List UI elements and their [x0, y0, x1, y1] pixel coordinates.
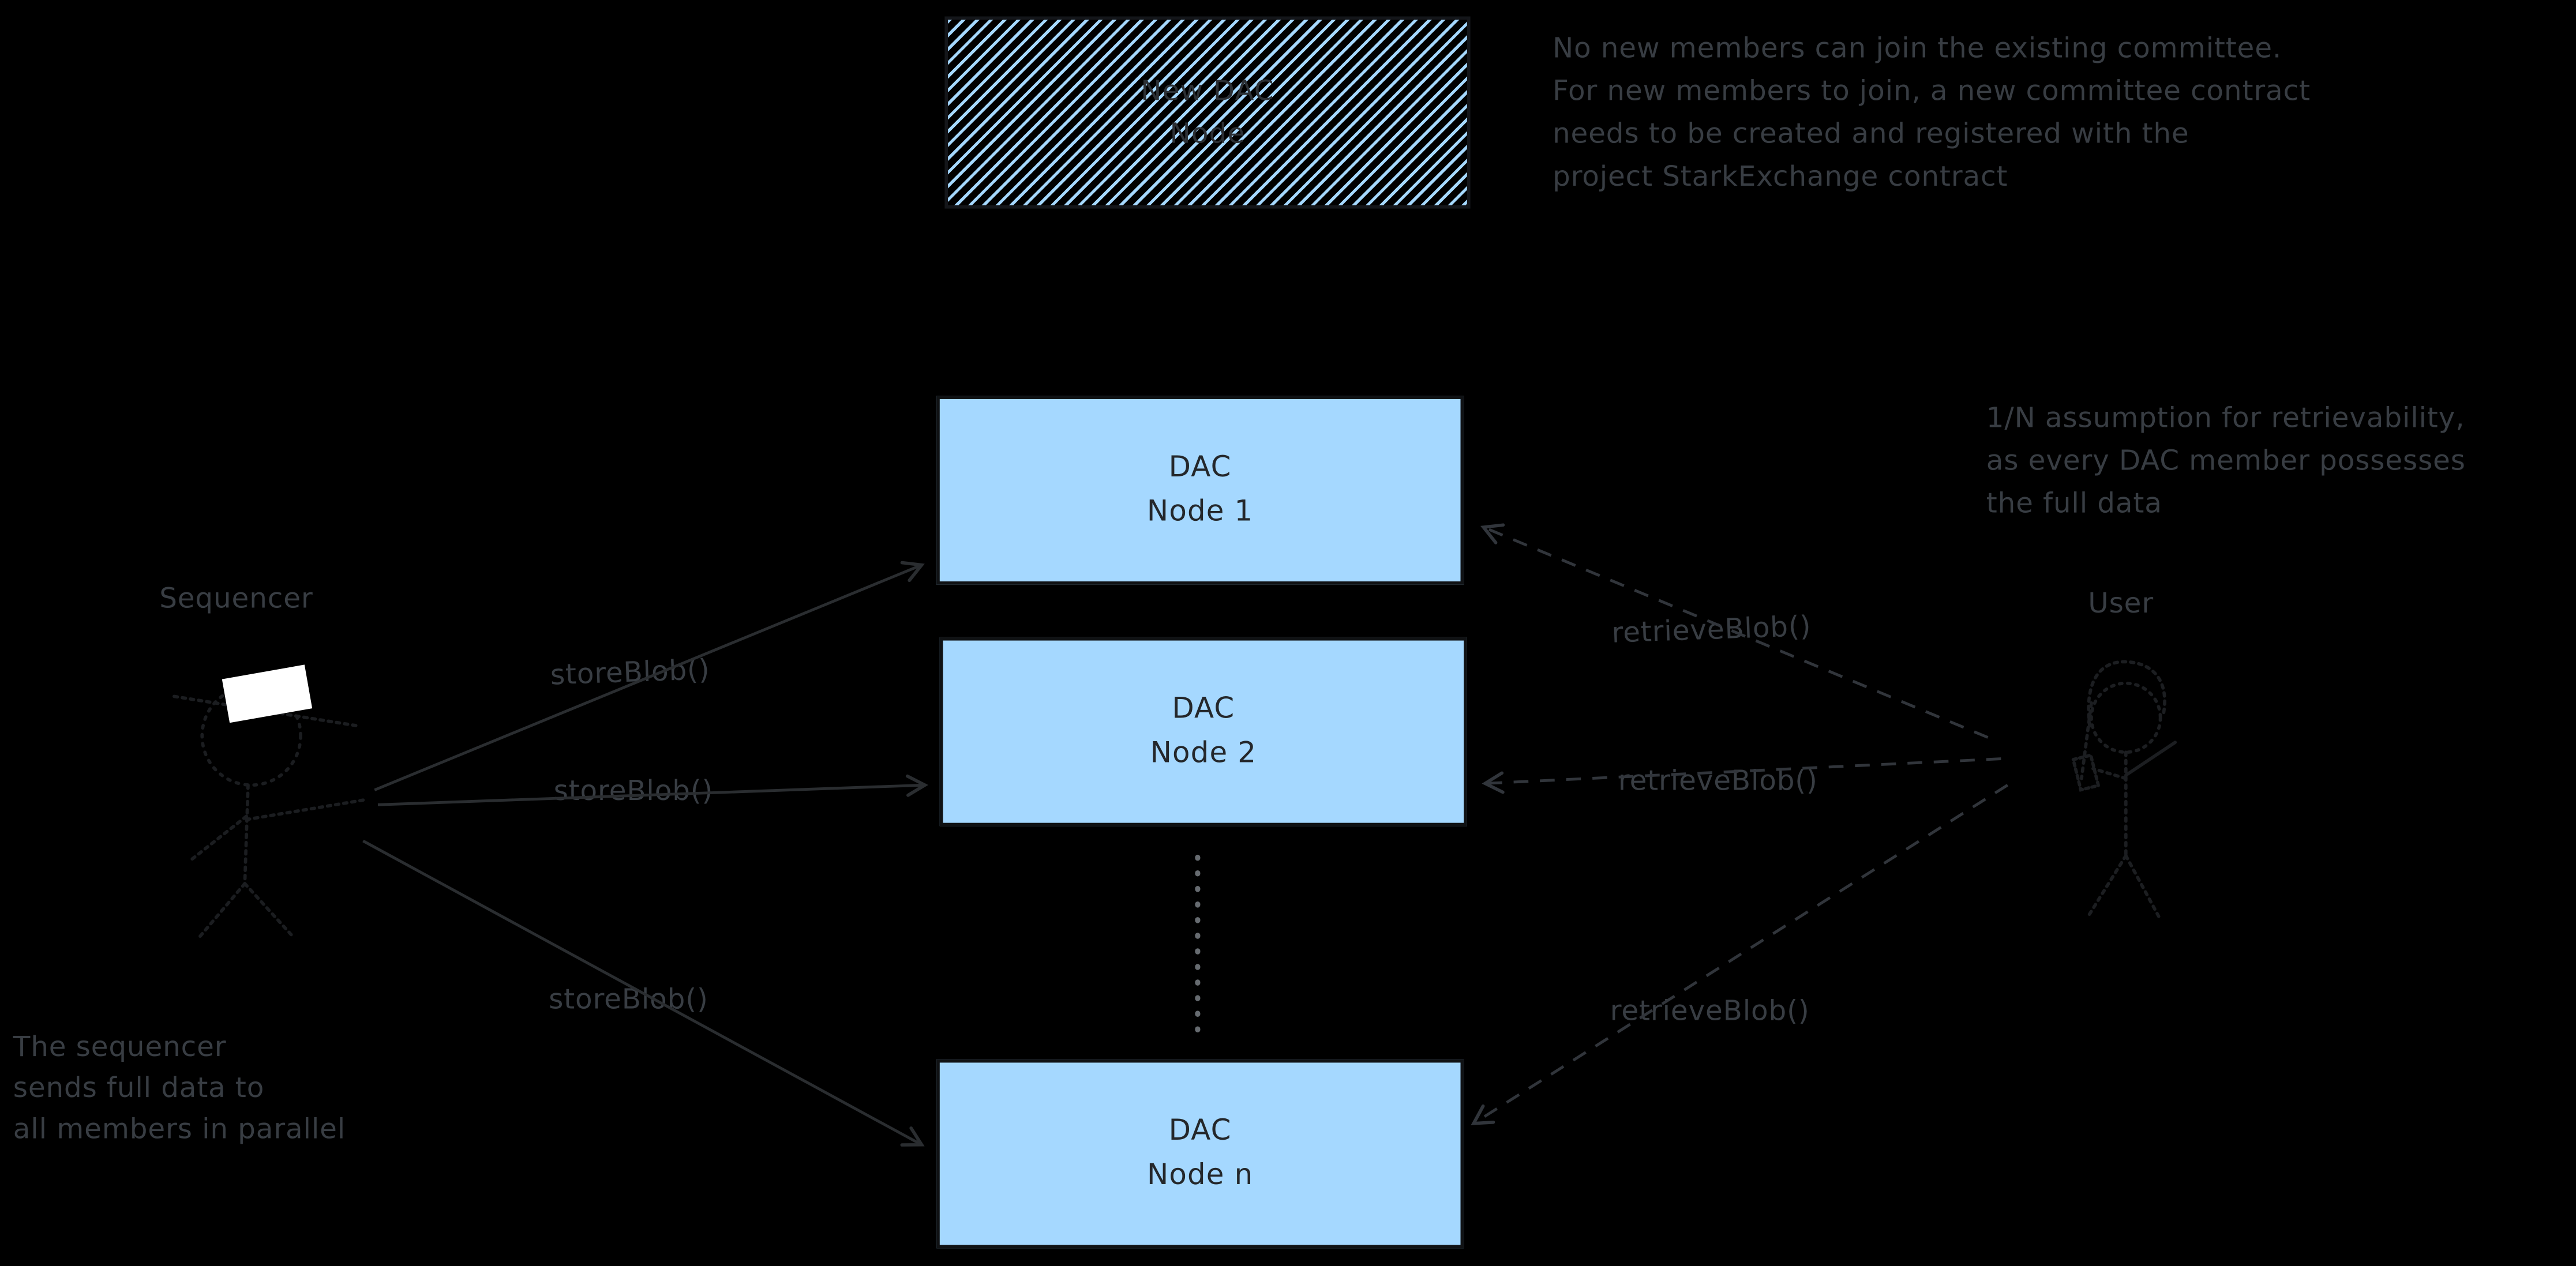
dac-node-2-label-line1: DAC [1172, 692, 1235, 726]
user-ponytail [2080, 701, 2093, 780]
dac-node-2-label-line2: Node 2 [1150, 737, 1257, 770]
store-arrow-2 [377, 774, 929, 806]
new-dac-node-label-line2: Node [1169, 117, 1246, 151]
user-head [2090, 681, 2162, 754]
retrieve-blob-label-2: retrieveBlob() [1618, 765, 1818, 798]
user-hair [2087, 660, 2166, 728]
committee-annotation: No new members can join the existing com… [1553, 28, 2311, 198]
annotation-line: all members in parallel [13, 1113, 346, 1147]
user-label: User [2088, 588, 2154, 621]
annotation-line: the full data [1986, 487, 2162, 521]
annotation-line: project StarkExchange contract [1552, 161, 2008, 194]
retrieve-arrow-3 [1471, 784, 2009, 1125]
annotation-line: For new members to join, a new committee… [1552, 75, 2311, 108]
user-arm-right [2124, 741, 2177, 777]
user-arm-left [2091, 767, 2128, 780]
sequencer-label: Sequencer [159, 583, 313, 616]
annotation-line: as every DAC member possesses [1986, 445, 2466, 478]
dac-node-n-label-line2: Node n [1146, 1158, 1254, 1192]
sequencer-figure [172, 664, 367, 940]
sequencer-leg-left [197, 882, 247, 940]
sequencer-arm-right [245, 798, 367, 821]
store-arrow-3 [362, 839, 925, 1147]
dac-node-1-label-line1: DAC [1168, 450, 1232, 484]
dac-node-1-label-line2: Node 1 [1146, 495, 1254, 528]
user-leg-left [2086, 854, 2128, 918]
annotation-line: 1/N assumption for retrievability, [1986, 402, 2465, 435]
retrieve-blob-label-3: retrieveBlob() [1610, 995, 1810, 1028]
sequencer-head [200, 685, 302, 787]
annotation-line: No new members can join the existing com… [1552, 32, 2282, 66]
parallel-send-annotation: The sequencer sends full data to all mem… [13, 1028, 346, 1152]
new-dac-node-box: New DAC Node [944, 16, 1471, 209]
user-figure [2071, 660, 2177, 918]
sequencer-leg-right [243, 882, 296, 940]
sequencer-hat [222, 664, 313, 723]
annotation-line: sends full data to [13, 1072, 265, 1106]
retrieve-arrow-1 [1480, 523, 1989, 739]
annotation-line: The sequencer [13, 1031, 227, 1065]
user-phone [2071, 753, 2101, 792]
store-arrow-1 [374, 561, 925, 791]
annotation-line: needs to be created and registered with … [1552, 118, 2189, 151]
store-blob-label-3: storeBlob() [549, 983, 708, 1017]
sequencer-arm-left [190, 814, 248, 861]
dac-node-n-box: DAC Node n [936, 1059, 1464, 1249]
user-leg-right [2124, 854, 2161, 918]
dac-node-2-box: DAC Node 2 [939, 637, 1467, 827]
dac-node-n-label-line1: DAC [1168, 1114, 1232, 1148]
new-dac-node-label-line1: New DAC [1141, 74, 1274, 108]
sequencer-body [243, 783, 250, 885]
store-blob-label-2: storeBlob() [553, 775, 714, 809]
retrieve-arrow-2 [1482, 757, 2001, 794]
retrievability-annotation: 1/N assumption for retrievability, as ev… [1986, 397, 2466, 525]
dac-node-1-box: DAC Node 1 [936, 396, 1464, 585]
